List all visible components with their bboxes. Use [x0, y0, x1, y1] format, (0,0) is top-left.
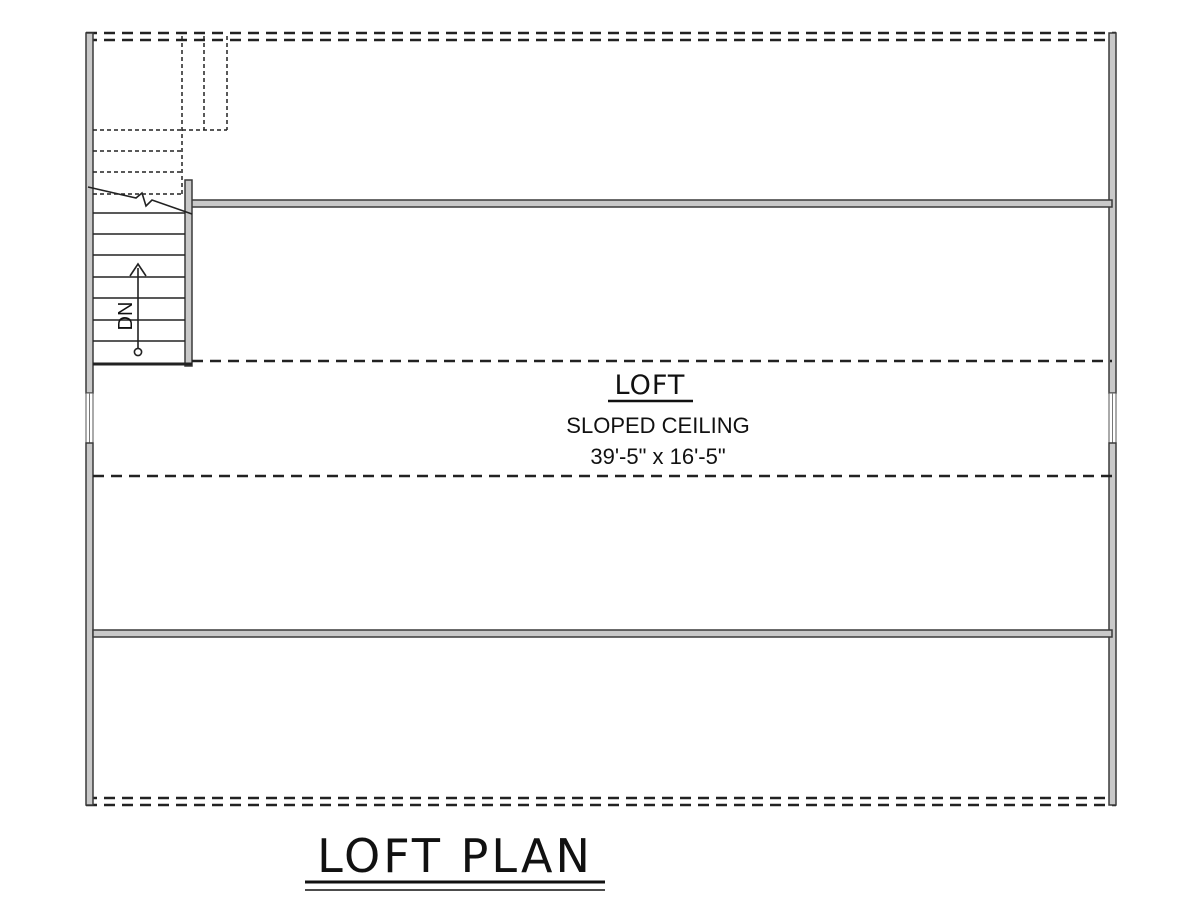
stair-below-outline — [93, 36, 228, 196]
stair-arrow-icon — [129, 262, 147, 357]
exterior-wall-right-lower — [1108, 442, 1117, 806]
plan-title-underline — [305, 880, 605, 891]
stair-treads — [93, 212, 192, 366]
exterior-wall-left-upper — [85, 32, 94, 394]
knee-wall-upper — [185, 199, 1113, 208]
exterior-wall-right-upper — [1108, 32, 1117, 394]
exterior-wall-left-lower — [85, 442, 94, 806]
plan-title: LOFT PLAN — [317, 829, 593, 883]
stair-wall — [184, 179, 193, 367]
room-dimensions: 39'-5" x 16'-5" — [590, 444, 725, 469]
room-note: SLOPED CEILING — [566, 413, 749, 438]
room-name: LOFT — [615, 370, 686, 401]
window-left — [85, 392, 94, 444]
knee-wall-lower — [92, 629, 1113, 638]
stair-break-line — [87, 186, 193, 215]
ceiling-slope-lines — [93, 359, 1112, 478]
roof-line-top — [86, 31, 1116, 42]
window-right — [1108, 392, 1117, 444]
roof-line-bottom — [86, 796, 1116, 807]
stair-direction-label: DN — [115, 302, 137, 331]
